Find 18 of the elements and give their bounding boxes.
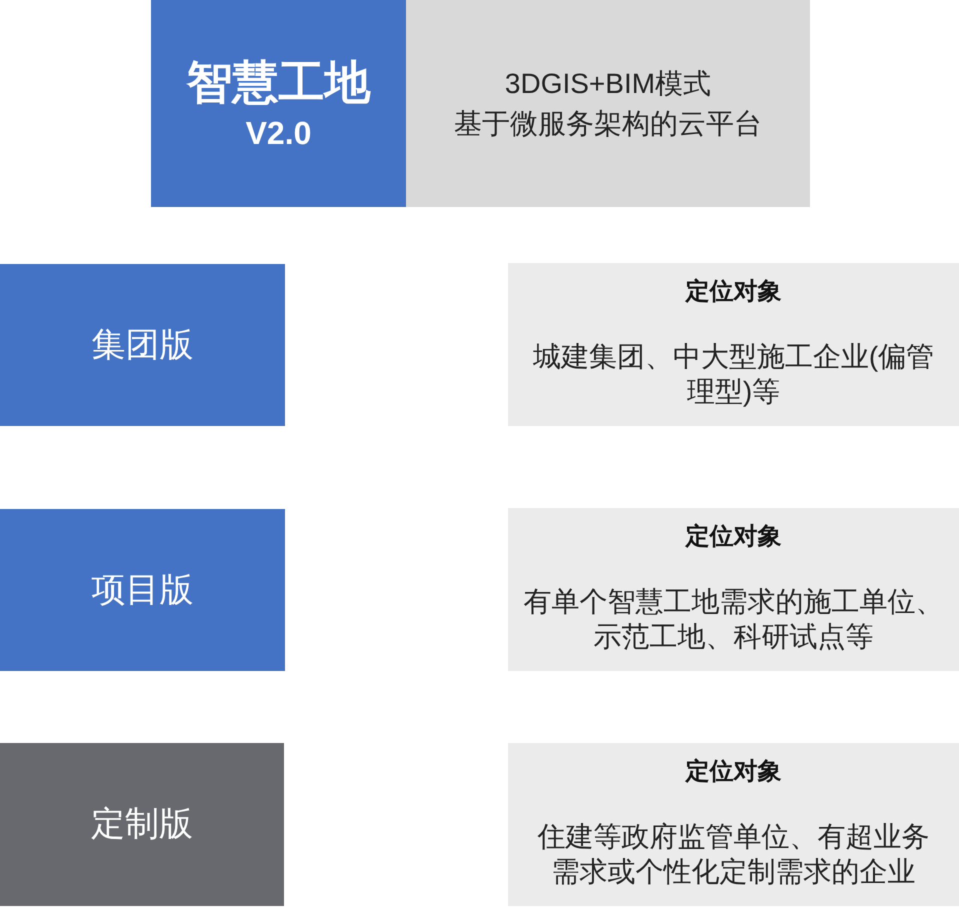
edition-label: 定制版 xyxy=(91,804,193,845)
section-heading: 定位对象 xyxy=(686,757,782,787)
target-description: 城建集团、中大型施工企业(偏管理型)等 xyxy=(532,340,936,409)
section-heading: 定位对象 xyxy=(686,522,782,552)
edition-box xyxy=(0,509,285,671)
platform-box xyxy=(406,0,810,207)
edition-box xyxy=(0,264,285,426)
edition-box xyxy=(0,743,284,906)
description-text: 3DGIS+BIM模式 xyxy=(504,66,712,101)
version-box xyxy=(151,0,406,207)
description-text: 基于微服务架构的云平台 xyxy=(454,106,762,140)
version-label: V2.0 xyxy=(246,114,312,152)
section-heading: 定位对象 xyxy=(686,277,782,307)
product-title: 智慧工地 xyxy=(186,54,370,110)
edition-label: 项目版 xyxy=(92,570,194,610)
target-description: 住建等政府监管单位、有超业务需求或个性化定制需求的企业 xyxy=(536,820,930,889)
target-description: 有单个智慧工地需求的施工单位、示范工地、科研试点等 xyxy=(522,585,944,654)
edition-label: 集团版 xyxy=(92,324,194,366)
